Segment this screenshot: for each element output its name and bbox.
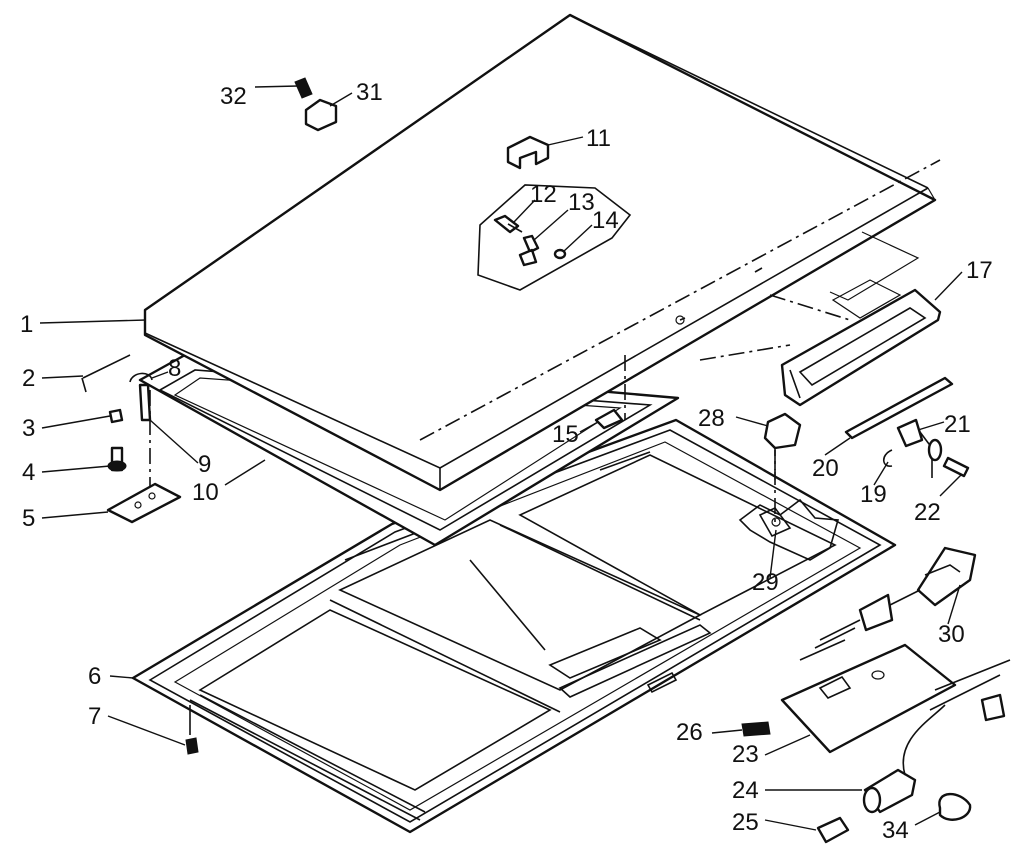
hinge-parts-left <box>81 354 199 755</box>
callout-15: 15 <box>552 421 579 448</box>
callout-2: 2 <box>22 365 35 392</box>
screw-26 <box>741 721 771 737</box>
lamp-socket-24 <box>862 704 946 814</box>
callout-numbers: 1 2 3 4 5 6 7 8 9 10 11 12 13 14 15 17 1… <box>20 79 993 844</box>
callout-12: 12 <box>530 181 557 208</box>
callout-10: 10 <box>192 479 219 506</box>
callout-31: 31 <box>356 79 383 106</box>
callout-5: 5 <box>22 505 35 532</box>
callout-9: 9 <box>198 451 211 478</box>
leader-lines <box>39 85 963 831</box>
callout-32: 32 <box>220 83 247 110</box>
callout-21: 21 <box>944 411 971 438</box>
callout-23: 23 <box>732 741 759 768</box>
callout-11: 11 <box>586 125 611 152</box>
callout-19: 19 <box>860 481 887 508</box>
callout-6: 6 <box>88 663 101 690</box>
callout-13: 13 <box>568 189 595 216</box>
callout-17: 17 <box>966 257 993 284</box>
latch-clip-11 <box>506 135 550 170</box>
callout-4: 4 <box>22 459 35 486</box>
handle-17 <box>780 288 942 407</box>
callout-25: 25 <box>732 809 759 836</box>
callout-20: 20 <box>812 455 839 482</box>
callout-28: 28 <box>698 405 725 432</box>
callout-1: 1 <box>20 311 33 338</box>
callout-3: 3 <box>22 415 35 442</box>
callout-30: 30 <box>938 621 965 648</box>
strip-20 <box>844 376 954 440</box>
callout-7: 7 <box>88 703 101 730</box>
switch-28 <box>763 412 802 470</box>
clip-34 <box>938 792 972 821</box>
control-30 <box>799 546 977 661</box>
callout-8: 8 <box>168 355 181 382</box>
lid-stop-31-32 <box>294 77 338 132</box>
lid <box>143 13 941 492</box>
terminals-19-21-22 <box>882 418 970 478</box>
callout-22: 22 <box>914 499 941 526</box>
callout-29: 29 <box>752 569 779 596</box>
callout-26: 26 <box>676 719 703 746</box>
callout-24: 24 <box>732 777 759 804</box>
bulb-25 <box>816 816 850 844</box>
callout-34: 34 <box>882 817 909 844</box>
hinge-hardware-12-13-14 <box>493 214 567 267</box>
screw-15 <box>594 408 624 430</box>
cover-plate-23 <box>780 643 1011 754</box>
callout-14: 14 <box>592 207 619 234</box>
